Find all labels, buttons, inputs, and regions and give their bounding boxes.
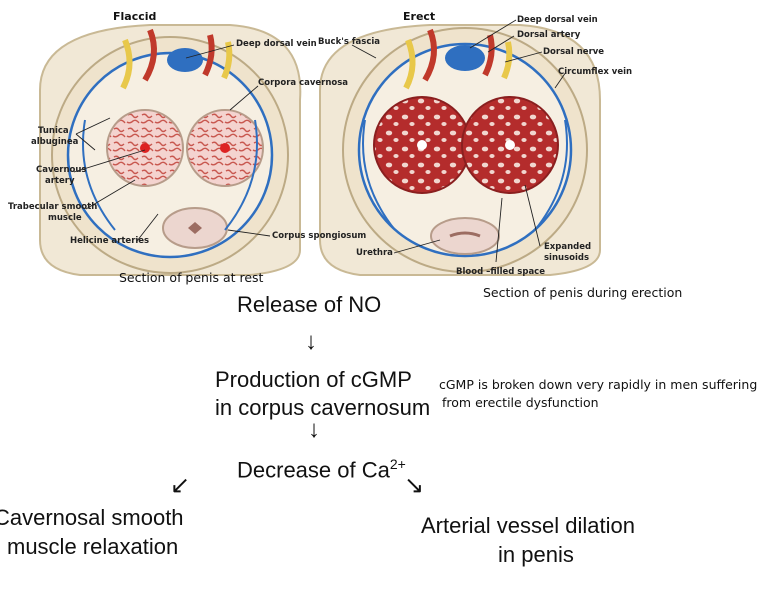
label-helicine-arteries: Helicine arteries (70, 236, 149, 246)
label-urethra: Urethra (356, 248, 393, 258)
erect-leader-lines (351, 19, 567, 263)
label-deep-dorsal-vein-erect: Deep dorsal vein (517, 15, 598, 25)
arrow-down-1: ↓ (305, 328, 317, 355)
erect-title: Erect (403, 10, 435, 23)
label-blood-filled-space: Blood –filled space (456, 267, 545, 277)
flow-step-decrease-ca: Decrease of Ca2+ (237, 451, 406, 483)
label-expanded: Expanded (544, 242, 591, 252)
label-albuginea: albuginea (31, 137, 79, 147)
label-dorsal-artery: Dorsal artery (517, 30, 581, 40)
label-dorsal-nerve: Dorsal nerve (543, 47, 604, 57)
ca-superscript: 2+ (389, 456, 406, 472)
label-corpus-spongiosum: Corpus spongiosum (272, 231, 366, 241)
label-corpora-cavernosa: Corpora cavernosa (258, 78, 348, 88)
flaccid-title: Flaccid (113, 10, 156, 23)
arrow-down-right: ↘ (404, 472, 425, 499)
note-line2: from erectile dysfunction (442, 395, 599, 410)
flow-left-line2: muscle relaxation (7, 534, 179, 559)
caption-erection: Section of penis during erection (483, 285, 683, 300)
caption-rest: Section of penis at rest (119, 270, 264, 285)
flow-left-line1: Cavernosal smooth (0, 505, 184, 530)
label-trabecular-smooth: Trabecular smooth (8, 202, 97, 212)
flow-step-release-no: Release of NO (237, 292, 382, 317)
flow-step-cgmp-line1: Production of cGMP (215, 367, 412, 392)
decrease-ca-text: Decrease of Ca (237, 457, 390, 483)
arrow-down-2: ↓ (308, 416, 320, 443)
label-artery: artery (45, 176, 75, 186)
flow-right-line1: Arterial vessel dilation (421, 513, 635, 538)
note-line1: cGMP is broken down very rapidly in men … (439, 377, 758, 392)
label-cavernous: Cavernous (36, 165, 86, 175)
flow-step-cgmp-line2: in corpus cavernosum (215, 395, 431, 420)
label-circumflex-vein: Circumflex vein (558, 67, 632, 77)
flaccid-leader-lines (73, 44, 271, 242)
arrow-down-left: ↙ (170, 472, 191, 499)
erect-section (319, 24, 601, 276)
label-deep-dorsal-vein-flaccid: Deep dorsal vein (236, 39, 317, 49)
penis-cross-section-illustration: Flaccid Erect Deep dorsal vein Corpora c… (8, 10, 632, 277)
flaccid-section (39, 24, 302, 276)
label-bucks-fascia: Buck's fascia (318, 37, 380, 47)
flow-right-line2: in penis (498, 542, 574, 567)
label-sinusoids: sinusoids (544, 253, 589, 263)
label-tunica: Tunica (38, 126, 69, 136)
label-muscle: muscle (48, 213, 82, 223)
